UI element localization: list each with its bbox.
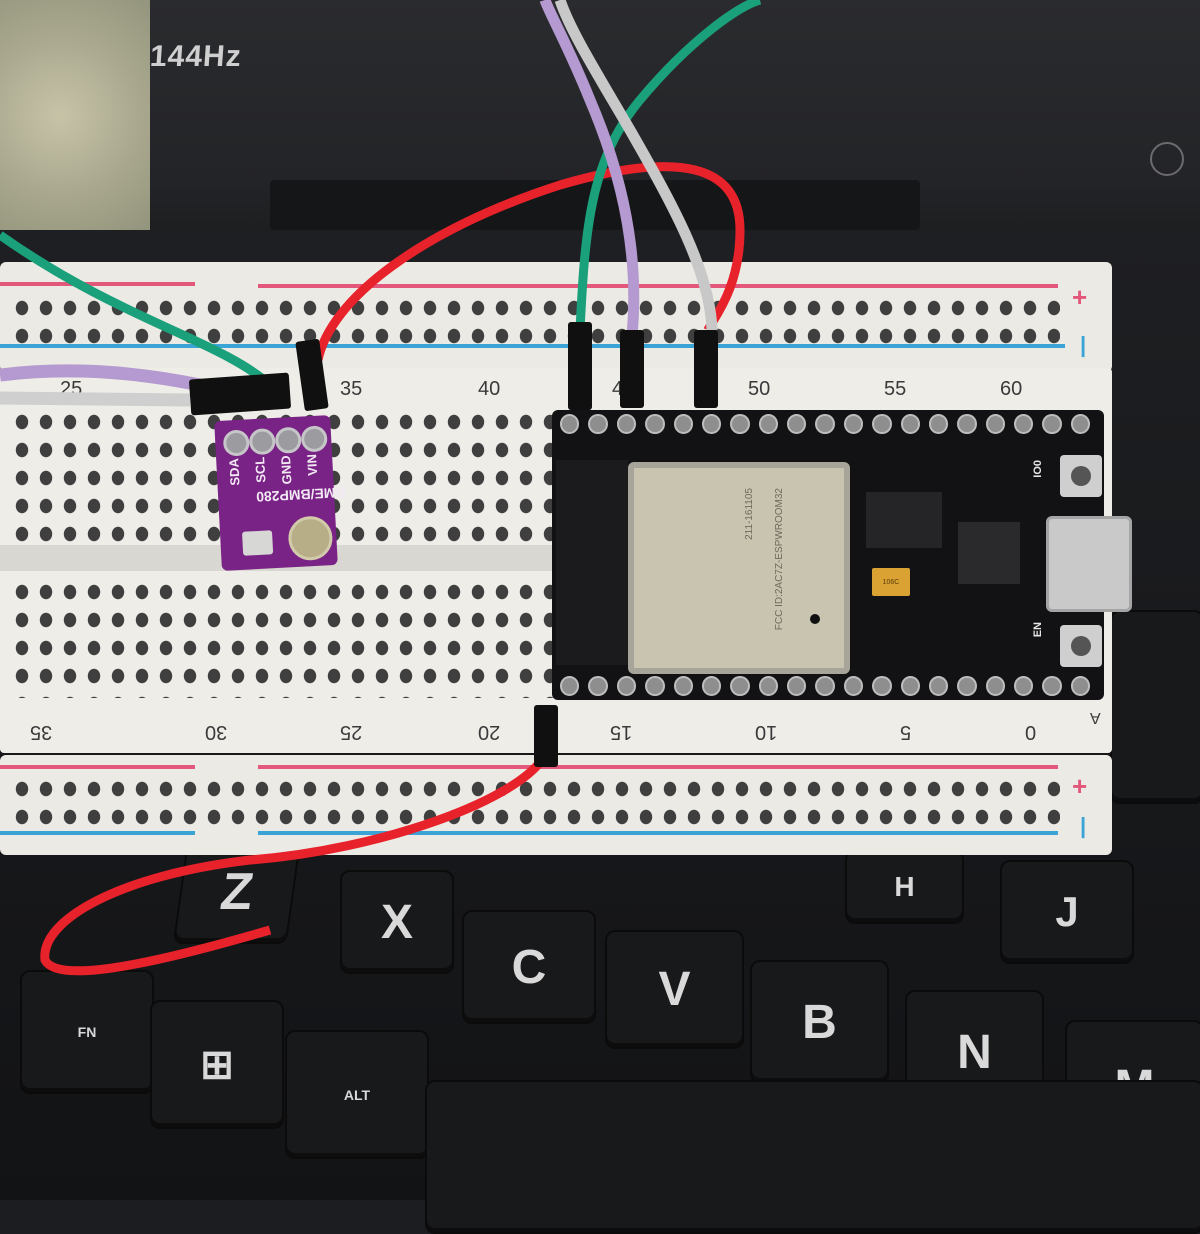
esp32-bottom-header-pins	[560, 676, 1091, 696]
windows-logo-icon: ⊞	[200, 1042, 234, 1087]
column-number: 50	[748, 378, 771, 400]
esp-wroom-32-module: 211-161105 FCC ID:2AC7Z-ESPWROOM32	[628, 462, 850, 674]
gray-wire-sensor	[0, 391, 191, 407]
power-indicator-icon	[1150, 142, 1184, 176]
tantalum-capacitor: 106C	[872, 568, 910, 596]
negative-rail-line	[0, 831, 195, 835]
minus-sign: |	[1080, 813, 1087, 838]
column-number: 40	[478, 378, 501, 400]
column-number: 55	[884, 378, 907, 400]
key-alt[interactable]: ALT	[285, 1030, 429, 1159]
rail-holes	[10, 775, 1060, 831]
dupont-connector-green	[568, 322, 592, 410]
positive-rail-line	[258, 765, 1058, 769]
jumper-wires	[0, 0, 762, 976]
en-reset-button[interactable]	[1060, 625, 1102, 667]
key-j[interactable]: J	[1000, 860, 1134, 964]
esp32-top-header-pins	[560, 414, 1091, 434]
breadboard-top-power-rail: + |	[0, 262, 1112, 372]
plus-sign: +	[1072, 282, 1088, 312]
key-v[interactable]: V	[605, 930, 744, 1049]
voltage-regulator	[866, 492, 942, 548]
pcb-antenna	[556, 460, 628, 665]
negative-rail-line	[258, 831, 1058, 835]
dupont-connector-gray	[694, 330, 718, 408]
usb-uart-chip	[958, 522, 1020, 584]
positive-rail-line	[0, 282, 195, 286]
positive-rail-line	[258, 284, 1058, 288]
dupont-connector-purple	[620, 330, 644, 408]
positive-rail-line	[0, 765, 195, 769]
green-wire-sensor	[0, 231, 274, 389]
minus-sign: |	[1080, 332, 1087, 357]
negative-rail-line	[0, 344, 1065, 348]
gray-wire-esp	[554, 0, 718, 331]
micro-usb-port[interactable]	[1046, 516, 1132, 612]
key-c[interactable]: C	[462, 910, 596, 1024]
key-windows[interactable]: ⊞	[150, 1000, 284, 1129]
dupont-connectors-sensor	[188, 372, 292, 416]
breadboard-bottom-power-rail: + |	[0, 755, 1112, 855]
red-wire-vin	[313, 162, 745, 361]
key-b[interactable]: B	[750, 960, 889, 1084]
purple-wire-esp	[539, 0, 640, 336]
boot-button[interactable]	[1060, 455, 1102, 497]
green-wire-esp	[575, 0, 762, 331]
column-number: 35	[340, 378, 363, 400]
column-number: 60	[1000, 378, 1023, 400]
dupont-connector-red-gnd	[534, 705, 558, 767]
plus-sign: +	[1072, 771, 1088, 801]
key-x[interactable]: X	[340, 870, 454, 974]
purple-wire-sensor	[0, 364, 202, 392]
red-wire-gnd	[40, 752, 549, 976]
pin1-marker	[810, 614, 820, 624]
